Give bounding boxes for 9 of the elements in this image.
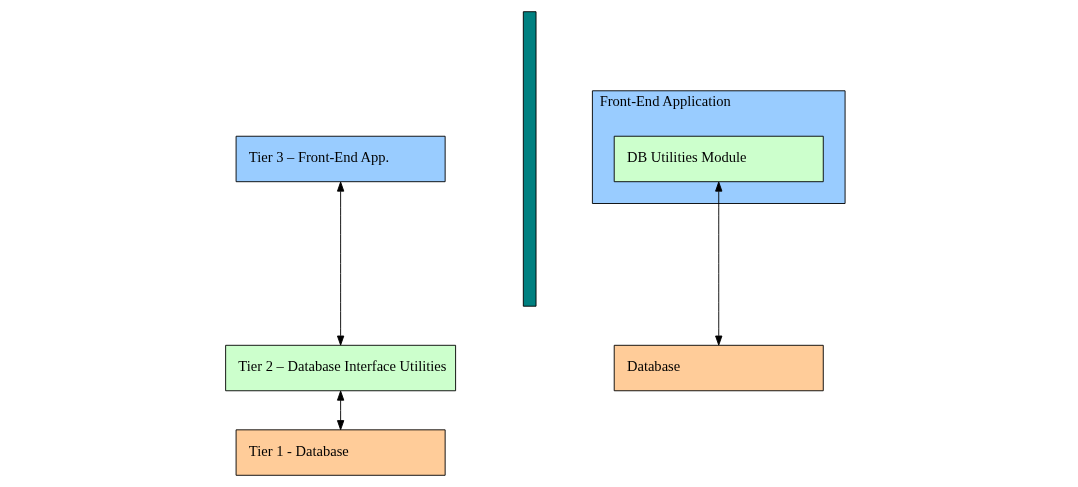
arrow: [715, 181, 723, 346]
node-bar: [522, 11, 537, 307]
node-box: Tier 1 - Database: [235, 429, 446, 476]
arrow: [337, 390, 345, 431]
node-box: Tier 2 – Database Interface Utilities: [225, 344, 457, 392]
arrow: [337, 181, 345, 346]
node-box: DB Utilities Module: [613, 135, 824, 183]
node-box: Tier 3 – Front-End App.: [235, 135, 446, 183]
node-box: Database: [613, 344, 824, 392]
